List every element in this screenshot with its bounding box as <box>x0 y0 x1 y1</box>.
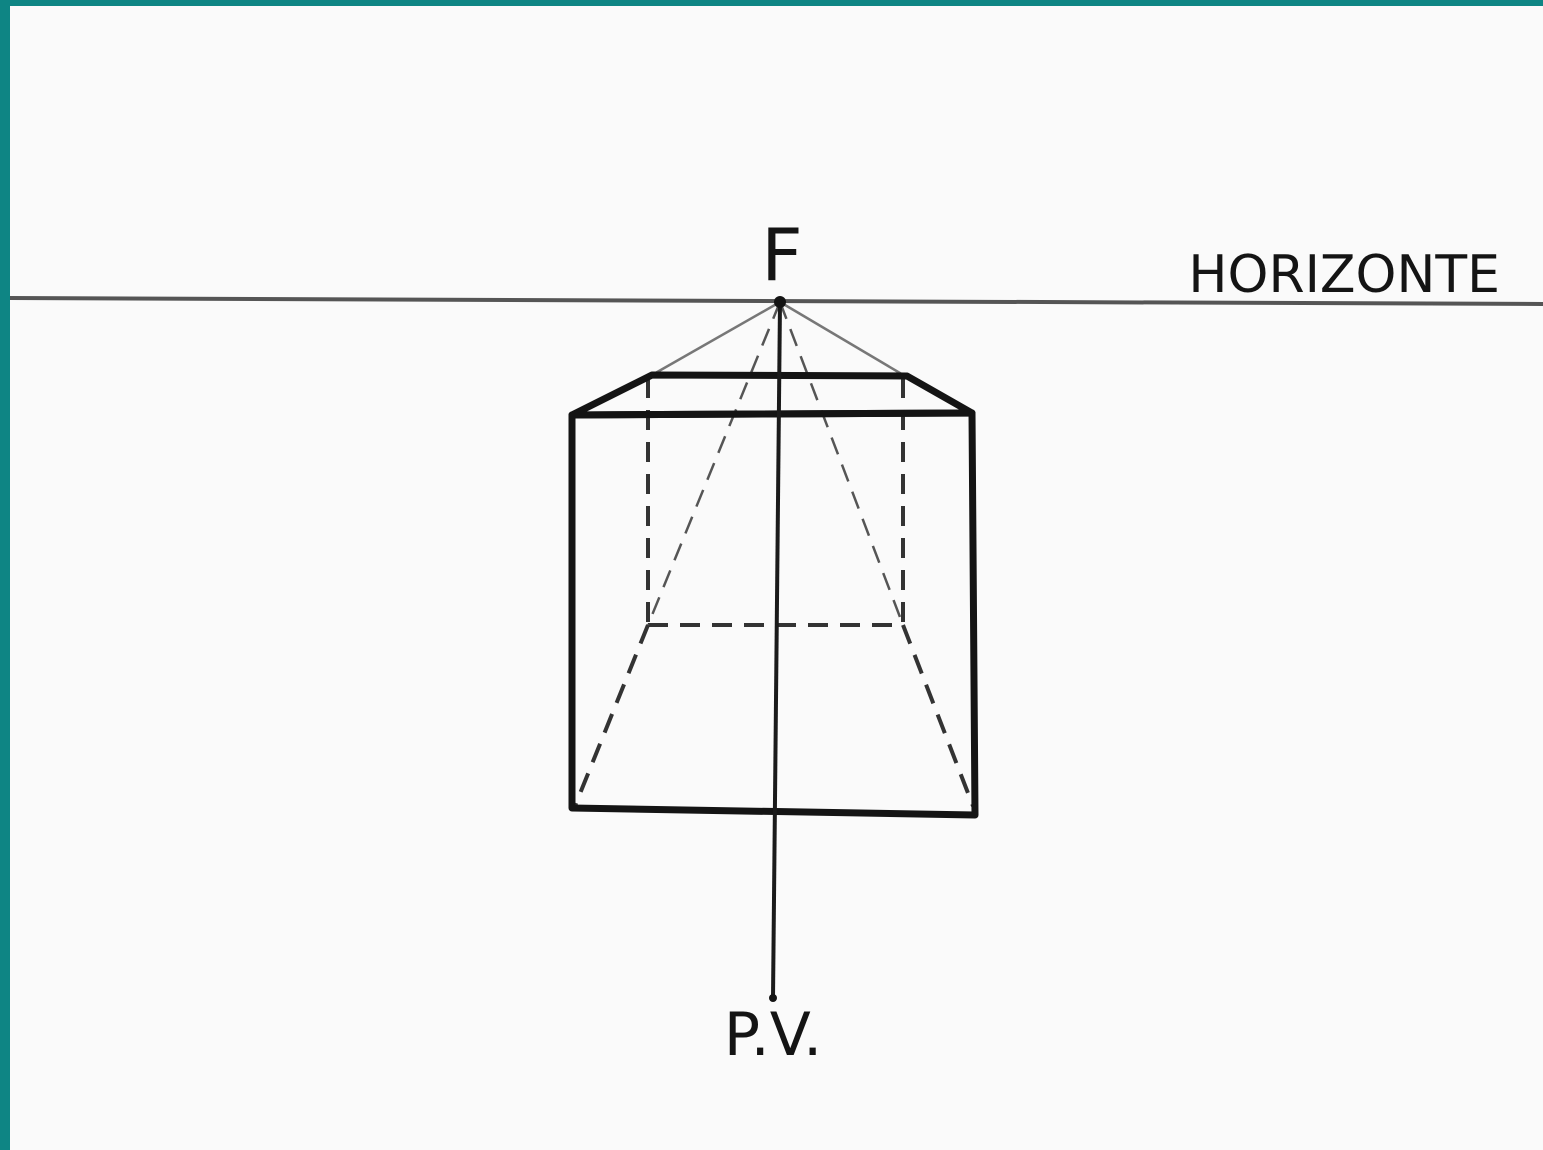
cube-front-face <box>568 409 979 819</box>
convergence-dashed-right <box>778 301 905 626</box>
cube-top-face <box>568 371 976 419</box>
convergence-line-right <box>779 300 906 378</box>
hidden-edge-bottom-left <box>573 624 650 807</box>
hidden-edge-bottom-right <box>901 624 975 807</box>
viewpoint-label: P.V. <box>724 1000 822 1070</box>
vanishing-point-label: F <box>761 213 802 297</box>
viewpoint-dot <box>769 994 777 1002</box>
horizon-label: HORIZONTE <box>1188 245 1500 305</box>
convergence-line-left <box>651 300 781 377</box>
convergence-dashed-left <box>646 301 782 626</box>
vanishing-point-dot <box>774 296 786 308</box>
line-of-sight <box>771 301 782 999</box>
